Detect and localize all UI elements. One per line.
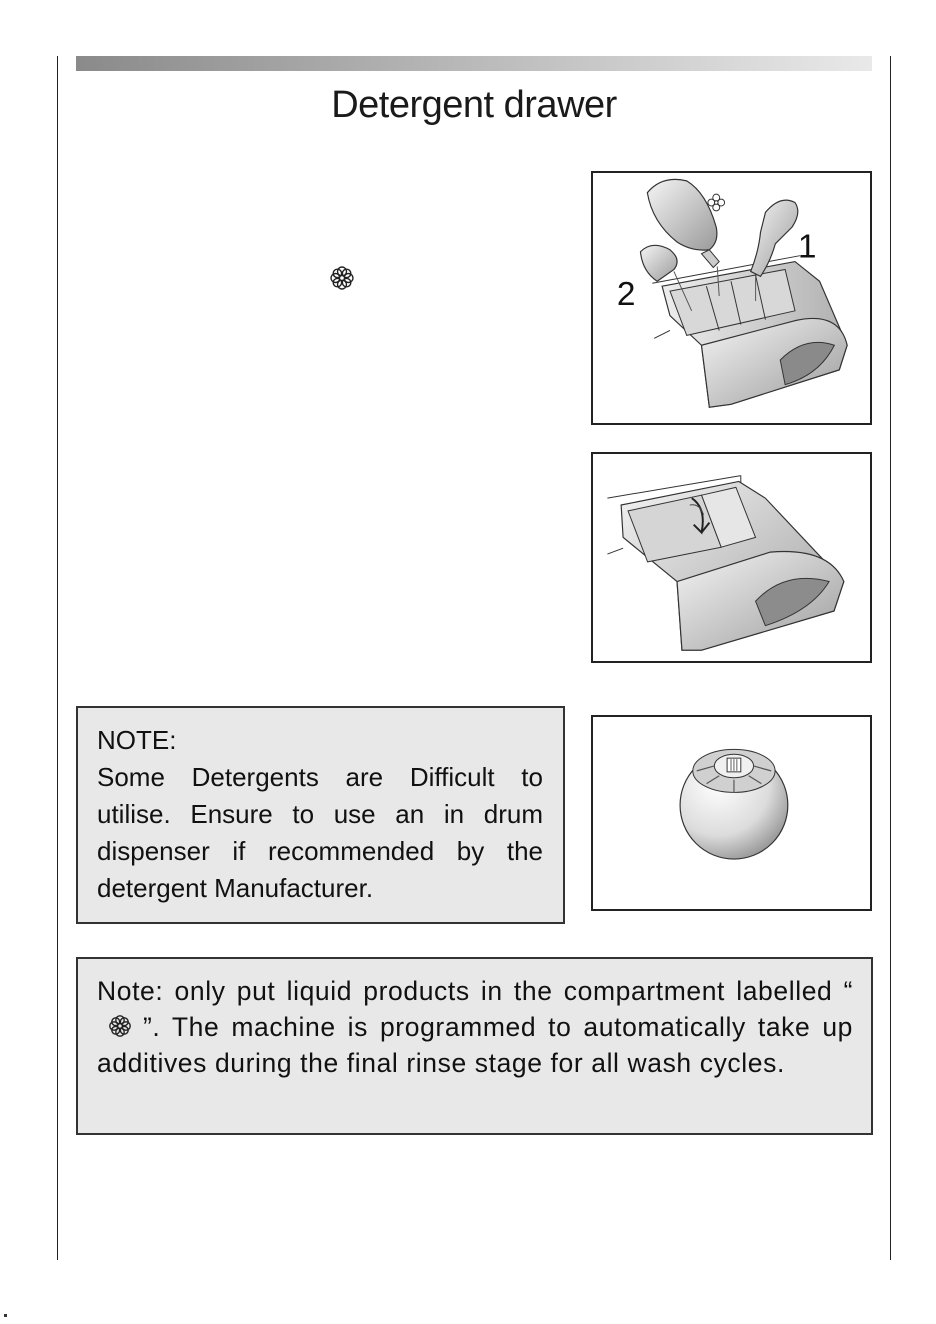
drawer-insert-figure <box>591 452 872 663</box>
flower-icon <box>330 266 354 290</box>
flower-icon <box>707 193 726 212</box>
drawer-pouring-figure: 1 2 <box>591 171 872 425</box>
note-liquid-text: Note: only put liquid products in the co… <box>97 973 853 1081</box>
header-gradient-bar <box>76 56 872 71</box>
label-compartment-2: 2 <box>617 276 636 313</box>
drawer-pouring-illustration: 1 2 <box>617 178 848 408</box>
flower-icon <box>109 1015 131 1037</box>
note-difficult-detergents: NOTE: Some Detergents are Difficult to u… <box>76 706 565 924</box>
label-compartment-1: 1 <box>798 229 817 266</box>
note-liquid-products: Note: only put liquid products in the co… <box>76 957 873 1135</box>
page-border-right <box>890 56 891 1260</box>
note-heading: NOTE: <box>97 725 177 755</box>
drawer-insert-illustration <box>607 475 845 651</box>
page-border-left <box>57 56 58 1260</box>
page-dot <box>4 1314 7 1317</box>
page-title: Detergent drawer <box>331 84 617 126</box>
note-text-before: Note: only put liquid products in the co… <box>97 976 853 1006</box>
note-text-after: ”. The machine is programmed to automati… <box>97 1012 853 1078</box>
dosing-ball-illustration <box>679 748 789 860</box>
note-text: Some Detergents are Difficult to utilise… <box>97 762 543 903</box>
dosing-ball-figure <box>591 715 872 911</box>
